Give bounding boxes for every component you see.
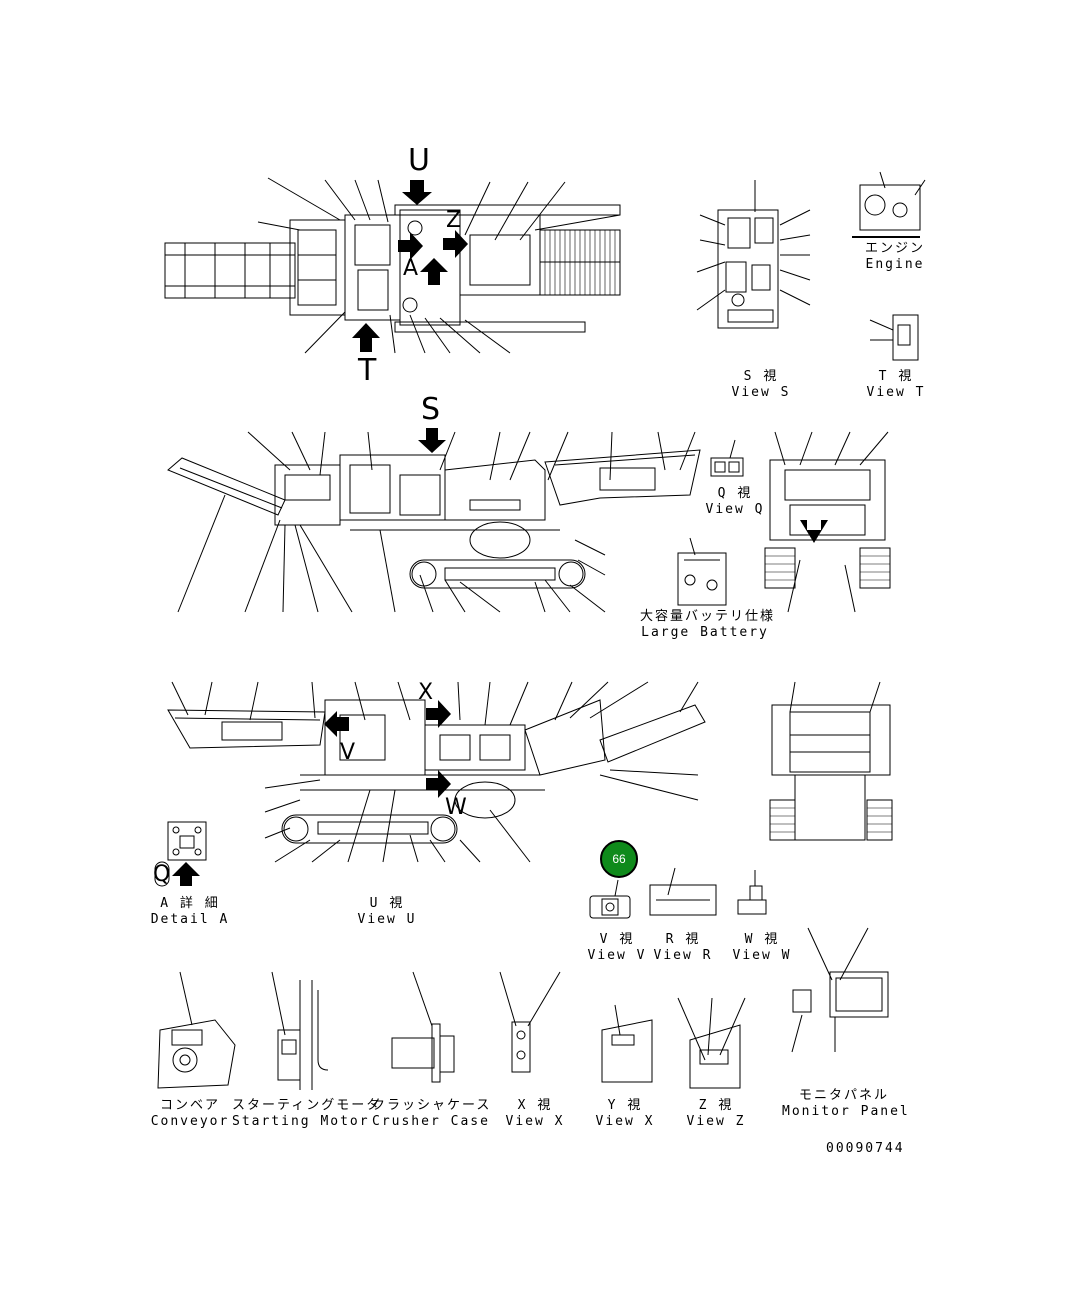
caption-view-s: S 視 View S <box>728 369 794 401</box>
caption-view-q-en: View Q <box>705 502 765 517</box>
caption-view-t-jp: T 視 <box>878 369 914 384</box>
caption-view-v-jp: V 視 <box>599 932 635 947</box>
caption-view-x: X 視 View X <box>502 1098 568 1130</box>
caption-view-u-jp: U 視 <box>369 896 405 911</box>
lower-side-view-machine <box>167 681 706 863</box>
caption-view-x-en: View X <box>505 1114 565 1129</box>
caption-view-r-jp: R 視 <box>665 932 701 947</box>
caption-monitor-panel: モニタパネル Monitor Panel <box>782 1088 910 1120</box>
caption-view-s-jp: S 視 <box>743 369 779 384</box>
side-view-machine <box>167 431 701 613</box>
caption-view-r: R 視 View R <box>648 932 718 964</box>
crusher-case-drawing <box>391 971 455 1083</box>
view-arrows <box>172 180 828 886</box>
arrow-label-z: Z <box>446 208 462 233</box>
view-t-drawing <box>869 314 919 361</box>
large-battery-drawing <box>677 537 727 606</box>
caption-view-t-en: View T <box>866 385 926 400</box>
conveyor-drawing <box>157 971 236 1089</box>
arrow-label-s: S <box>421 392 441 427</box>
caption-view-x-jp: X 視 <box>517 1098 553 1113</box>
caption-view-s-en: View S <box>731 385 791 400</box>
caption-engine-jp: エンジン <box>864 241 925 256</box>
caption-engine: エンジン Engine <box>862 241 928 273</box>
caption-view-q: Q 視 View Q <box>702 486 768 518</box>
caption-large-battery-jp: 大容量バッテリ仕様 <box>640 609 776 624</box>
view-w-drawing <box>737 870 767 915</box>
caption-view-w-en: View W <box>732 948 792 963</box>
arrow-label-t: T <box>358 353 377 388</box>
caption-view-u: U 視 View U <box>352 896 422 928</box>
caption-crusher-case-en: Crusher Case <box>372 1114 490 1129</box>
arrow-label-a: A <box>403 256 419 281</box>
arrow-label-v: V <box>340 740 356 765</box>
caption-view-r-en: View R <box>653 948 713 963</box>
view-q-drawing <box>710 439 744 477</box>
caption-conveyor-en: Conveyor <box>150 1114 230 1129</box>
caption-view-y-jp: Y 視 <box>607 1098 643 1113</box>
caption-view-z-en: View Z <box>686 1114 746 1129</box>
caption-view-v-en: View V <box>587 948 647 963</box>
view-y-drawing <box>601 1004 653 1083</box>
caption-view-z-jp: Z 視 <box>698 1098 734 1113</box>
detail-a-drawing <box>154 821 207 887</box>
rear-view-lower <box>769 681 893 841</box>
plan-view-machine <box>164 177 621 354</box>
caption-starting-motor: スターティングモータ Starting Motor <box>232 1098 382 1130</box>
caption-detail-a: A 詳 細 Detail A <box>150 896 230 928</box>
caption-starting-motor-jp: スターティングモータ <box>232 1098 382 1113</box>
caption-starting-motor-en: Starting Motor <box>232 1114 370 1129</box>
caption-view-y-en: View X <box>595 1114 655 1129</box>
arrow-label-x: X <box>418 680 434 705</box>
caption-view-v: V 視 View V <box>582 932 652 964</box>
caption-view-q-jp: Q 視 <box>717 486 753 501</box>
starting-motor-drawing <box>271 971 329 1090</box>
caption-view-w: W 視 View W <box>727 932 797 964</box>
view-z-drawing <box>677 997 746 1089</box>
caption-large-battery-en: Large Battery <box>641 625 769 640</box>
caption-conveyor: コンベア Conveyor <box>150 1098 230 1130</box>
caption-view-z: Z 視 View Z <box>683 1098 749 1130</box>
caption-view-t: T 視 View T <box>863 369 929 401</box>
caption-detail-a-jp: A 詳 細 <box>160 896 220 911</box>
caption-large-battery: 大容量バッテリ仕様 Large Battery <box>640 609 776 641</box>
view-v-drawing <box>589 879 631 919</box>
rear-view-middle <box>764 431 891 613</box>
part-callout-badge[interactable]: 66 <box>600 840 638 878</box>
drawing-number: 00090744 <box>826 1141 905 1156</box>
arrow-label-q: Q <box>153 862 171 887</box>
caption-monitor-panel-jp: モニタパネル <box>798 1088 889 1103</box>
caption-view-y: Y 視 View X <box>592 1098 658 1130</box>
view-x-drawing <box>499 971 561 1073</box>
caption-view-u-en: View U <box>357 912 417 927</box>
monitor-panel-drawing <box>791 927 889 1053</box>
engine-drawing <box>852 171 926 238</box>
caption-monitor-panel-en: Monitor Panel <box>782 1104 910 1119</box>
arrow-label-u: U <box>408 143 430 178</box>
caption-engine-en: Engine <box>865 257 925 272</box>
caption-crusher-case-jp: クラッシャケース <box>372 1098 492 1113</box>
arrow-label-w: W <box>445 795 467 820</box>
view-s-drawing <box>696 180 811 329</box>
caption-view-w-jp: W 視 <box>744 932 780 947</box>
caption-detail-a-en: Detail A <box>150 912 230 927</box>
caption-crusher-case: クラッシャケース Crusher Case <box>372 1098 492 1130</box>
view-r-drawing <box>649 867 717 916</box>
caption-conveyor-jp: コンベア <box>159 1098 220 1113</box>
